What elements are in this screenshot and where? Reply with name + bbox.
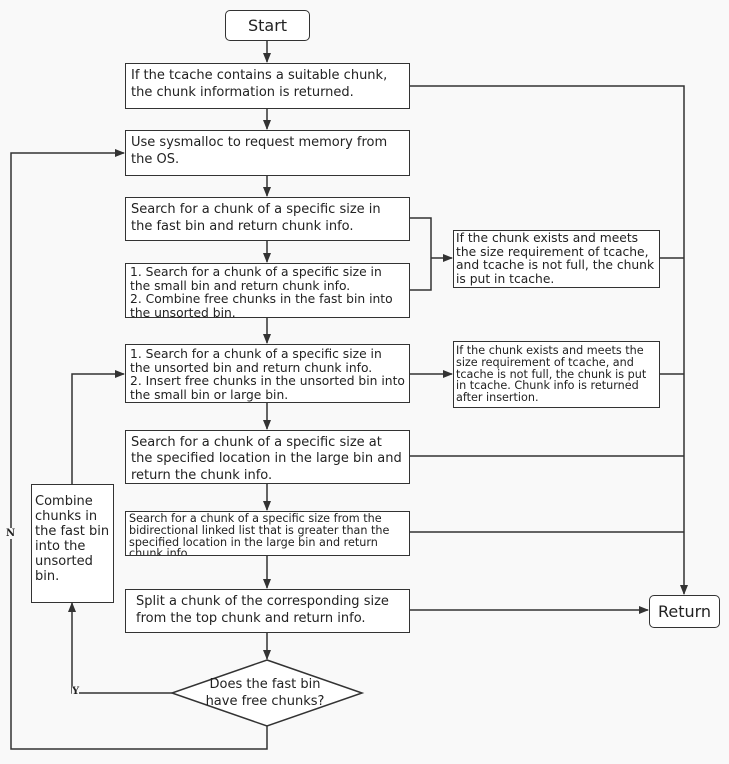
return-label: Return: [657, 602, 712, 621]
start-terminal: Start: [225, 10, 310, 41]
step-tcache-put-1: If the chunk exists and meets the size r…: [453, 230, 660, 288]
decision-yes-label: Y: [72, 686, 80, 697]
arrow-combine-to-unsorted: [71, 370, 125, 484]
step-tcache-put-2: If the chunk exists and meets the size r…: [453, 341, 660, 408]
decision-diamond: [169, 659, 365, 727]
step-fast-bin: Search for a chunk of a specific size in…: [125, 197, 410, 241]
step-linked-list: Search for a chunk of a specific size fr…: [125, 511, 410, 556]
line-bins-join: [409, 217, 432, 291]
start-label: Start: [247, 16, 288, 35]
decision-no-label: N: [6, 528, 16, 539]
line-tcache-to-return: [409, 85, 688, 595]
step-combine-chunks: Combine chunks in the fast bin into the …: [31, 484, 114, 603]
step-tcache: If the tcache contains a suitable chunk,…: [125, 63, 410, 109]
step-unsorted-bin: 1. Search for a chunk of a specific size…: [125, 344, 410, 403]
step-small-bin: 1. Search for a chunk of a specific size…: [125, 263, 410, 318]
step-large-bin: Search for a chunk of a specific size at…: [125, 430, 410, 484]
arrow-no-to-sysmalloc: [10, 149, 268, 750]
step-top-chunk: Split a chunk of the corresponding size …: [125, 589, 410, 633]
step-sysmalloc: Use sysmalloc to request memory from the…: [125, 130, 410, 176]
return-terminal: Return: [649, 595, 720, 628]
decision-question: Does the fast bin have free chunks?: [205, 677, 325, 709]
